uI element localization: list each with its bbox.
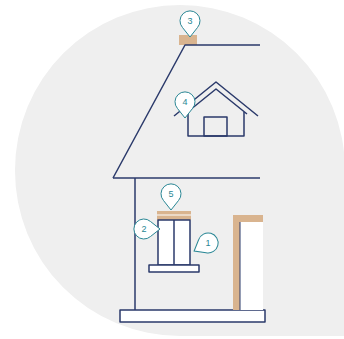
lintel-line [157,215,191,216]
callout-number: 3 [187,16,192,26]
callout-pin [175,92,195,118]
window-mullion [173,220,175,265]
window-lintel [157,211,191,220]
chimney [179,35,197,45]
house-base [120,310,265,322]
window-sill [149,265,199,272]
callout-pin [161,184,181,210]
callout-pin [189,229,222,259]
dormer-window [204,117,227,136]
door [240,222,263,310]
callout-number: 1 [205,238,210,248]
callout-number: 4 [182,97,187,107]
callout-pin [180,11,200,37]
callout-number: 2 [141,224,146,234]
dormer-wall [188,112,244,136]
roof-outline [113,45,260,178]
callout-pins [134,11,222,260]
house-wall [134,178,136,310]
door-edge [240,222,241,310]
background-blob [15,5,344,336]
callout-pin [134,219,160,239]
callout-number: 5 [168,189,173,199]
window-frame [158,220,190,265]
door-frame [233,215,263,310]
